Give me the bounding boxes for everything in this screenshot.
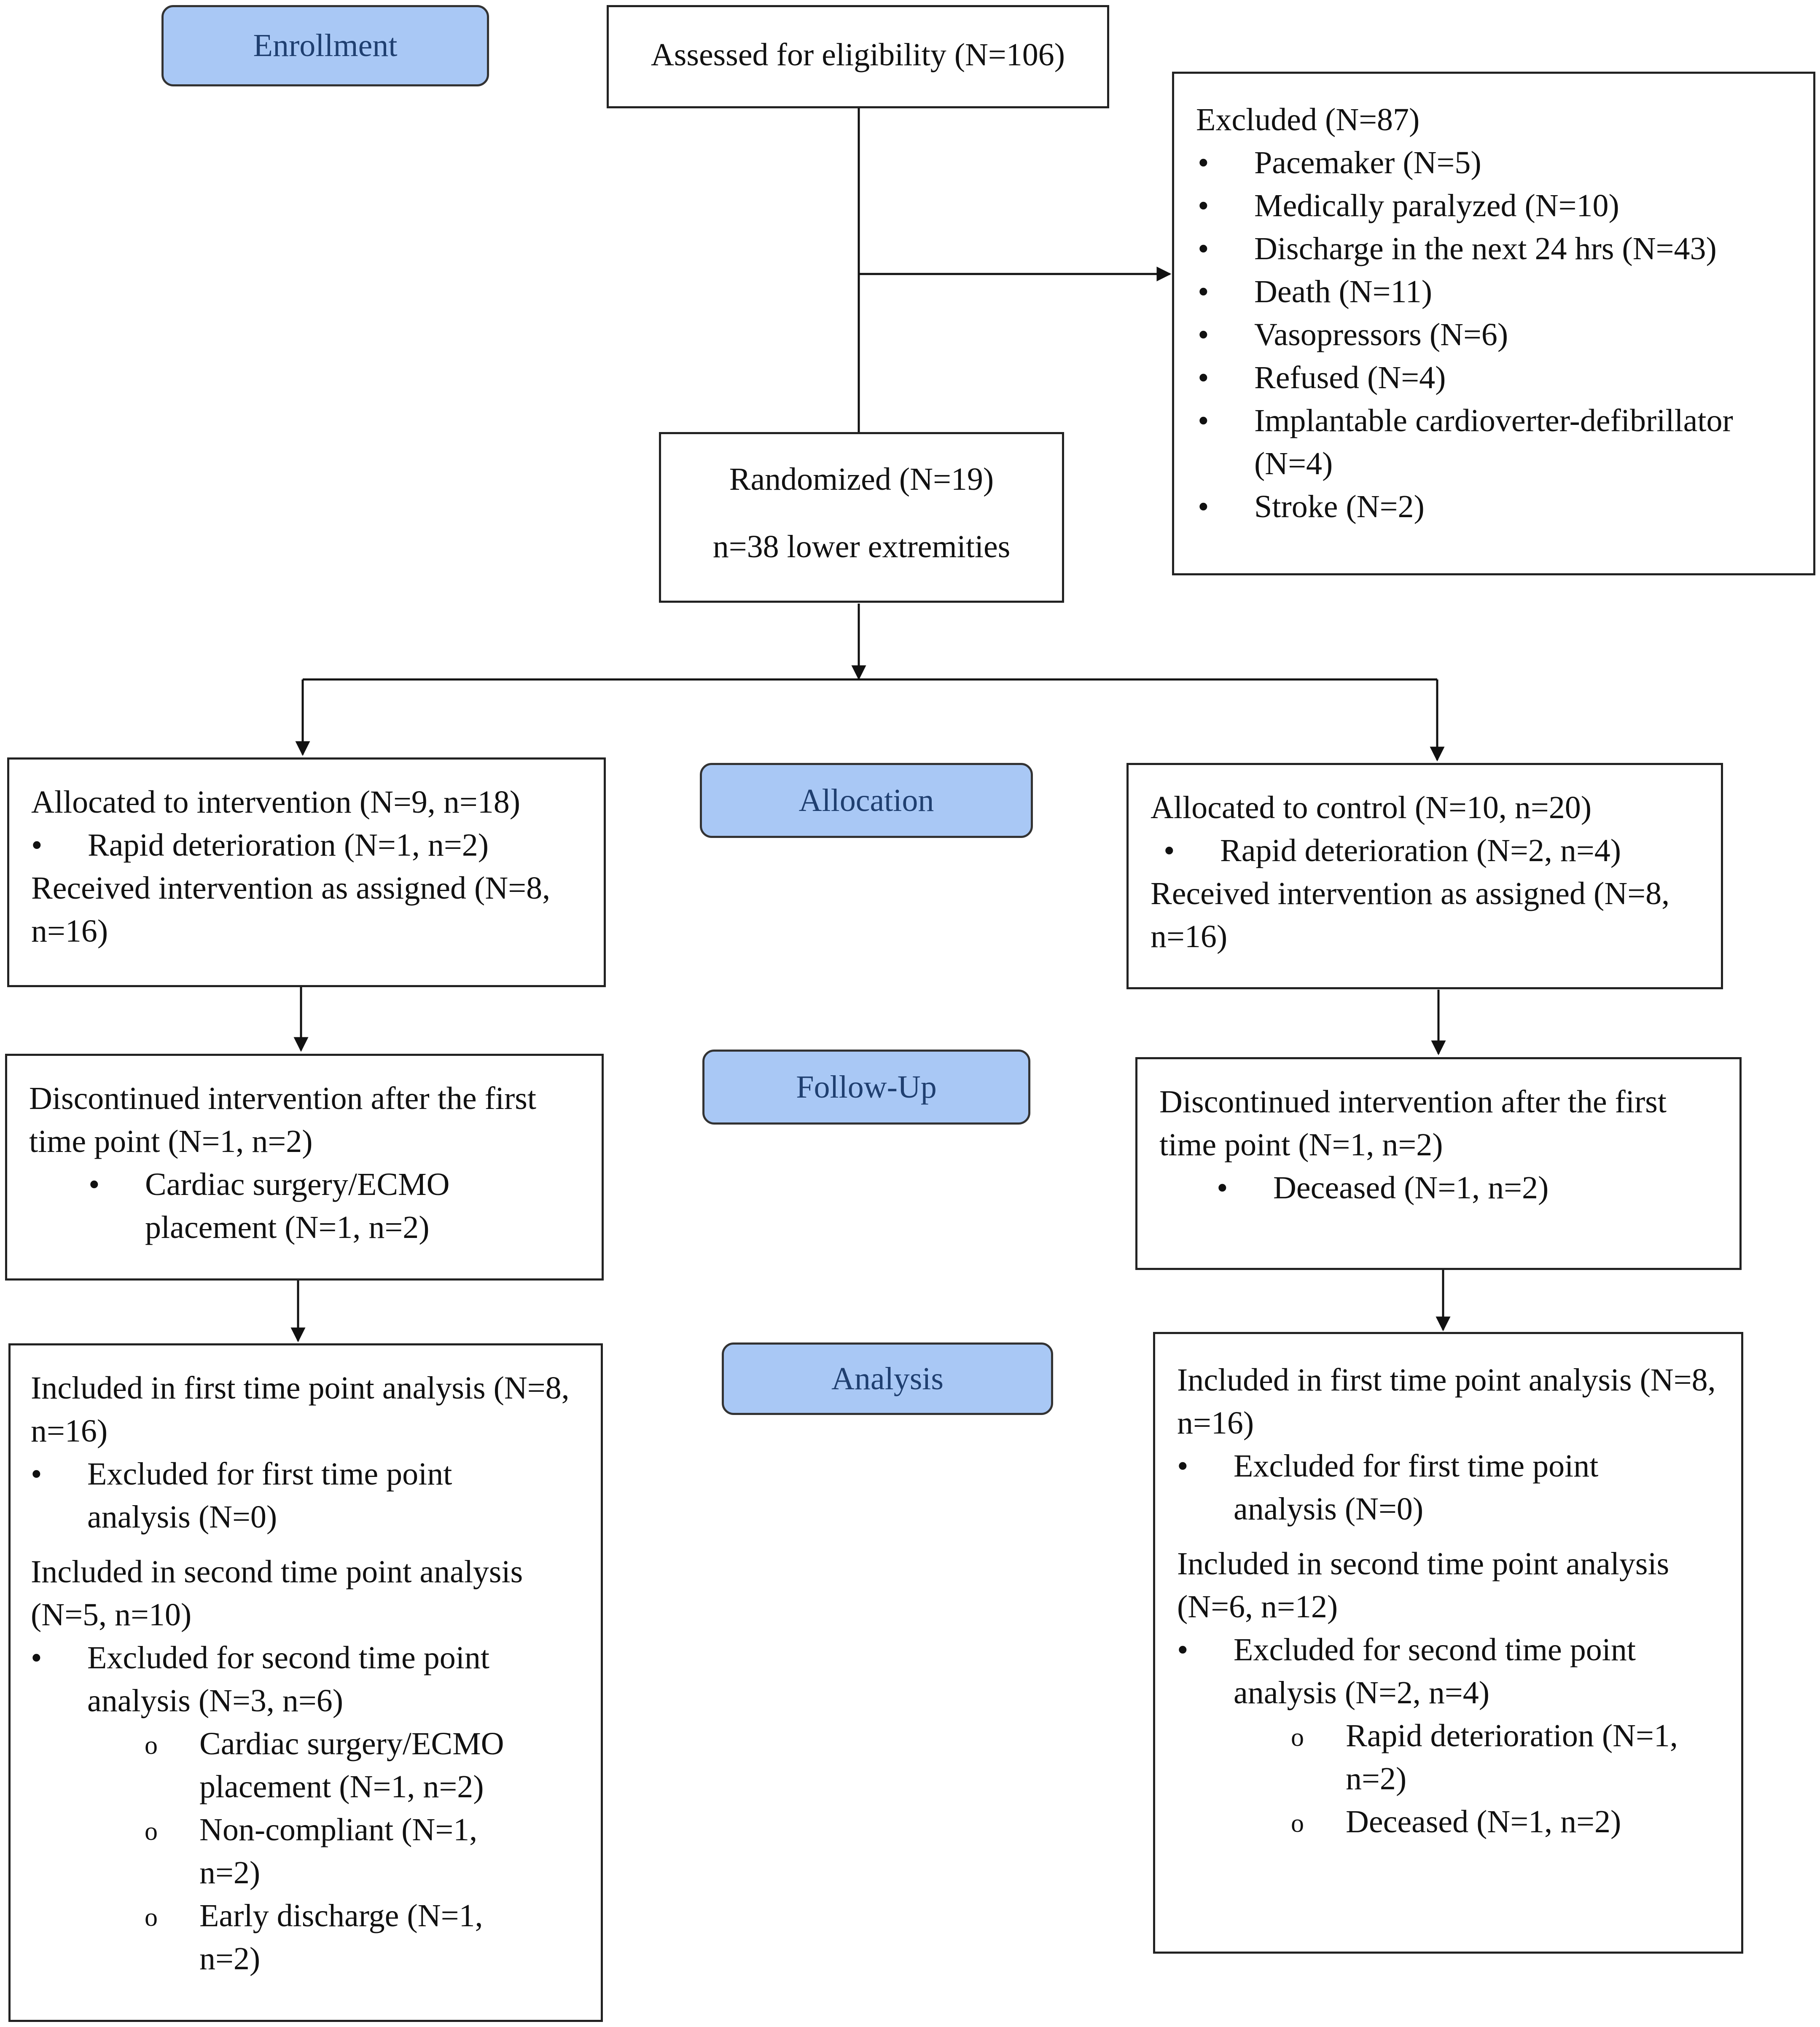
followup-control-list: Deceased (N=1, n=2) [1217, 1166, 1720, 1209]
followup-control-title: Discontinued intervention after the firs… [1159, 1084, 1667, 1163]
stage-label-enrollment: Enrollment [161, 5, 489, 86]
analysis-intervention-sub-list: Cardiac surgery/ECMO placement (N=1, n=2… [145, 1722, 579, 1980]
excluded-item: Implantable cardioverter-defibrillator (… [1198, 399, 1798, 485]
analysis-control-excluded-first: Excluded for first time point analysis (… [1177, 1444, 1655, 1530]
stage-allocation-text: Allocation [798, 782, 934, 818]
excluded-item: Refused (N=4) [1198, 356, 1798, 399]
allocation-control-bullet: Rapid deterioration (N=2, n=4) [1164, 829, 1673, 872]
followup-intervention-list: Cardiac surgery/ECMO placement (N=1, n=2… [89, 1163, 556, 1249]
analysis-intervention-excluded-first: Excluded for first time point analysis (… [31, 1452, 509, 1538]
analysis-control-first-list: Excluded for first time point analysis (… [1177, 1444, 1721, 1530]
analysis-intervention-sub-item: Non-compliant (N=1, n=2) [145, 1808, 520, 1894]
stage-follow-up-text: Follow-Up [796, 1069, 937, 1105]
stage-label-analysis: Analysis [722, 1342, 1053, 1415]
stage-label-allocation: Allocation [700, 763, 1033, 838]
excluded-item: Pacemaker (N=5) [1198, 141, 1798, 184]
analysis-control-sub-item: Deceased (N=1, n=2) [1291, 1800, 1721, 1845]
analysis-control-sub-item: Rapid deterioration (N=1, n=2) [1291, 1714, 1708, 1800]
assessed-box: Assessed for eligibility (N=106) [607, 5, 1109, 108]
analysis-intervention-second-list: Excluded for second time point analysis … [31, 1636, 579, 1722]
randomized-box: Randomized (N=19) n=38 lower extremities [659, 432, 1064, 603]
excluded-item: Vasopressors (N=6) [1198, 313, 1798, 356]
analysis-control-excluded-second: Excluded for second time point analysis … [1177, 1628, 1680, 1714]
excluded-title: Excluded (N=87) [1196, 102, 1420, 137]
excluded-box: Excluded (N=87) Pacemaker (N=5) Medicall… [1172, 72, 1815, 575]
excluded-item: Medically paralyzed (N=10) [1198, 184, 1798, 227]
analysis-control-box: Included in first time point analysis (N… [1153, 1332, 1743, 1954]
excluded-list: Pacemaker (N=5) Medically paralyzed (N=1… [1198, 141, 1798, 528]
assessed-text: Assessed for eligibility (N=106) [651, 37, 1065, 72]
stage-enrollment-text: Enrollment [253, 28, 398, 63]
followup-intervention-bullet: Cardiac surgery/ECMO placement (N=1, n=2… [89, 1163, 508, 1249]
analysis-intervention-excluded-second: Excluded for second time point analysis … [31, 1636, 534, 1722]
excluded-item: Death (N=11) [1198, 270, 1798, 313]
allocation-intervention-received: Received intervention as assigned (N=8, … [31, 870, 551, 949]
allocation-control-list: Rapid deterioration (N=2, n=4) [1164, 829, 1673, 872]
analysis-intervention-sub-item: Early discharge (N=1, n=2) [145, 1894, 520, 1980]
allocation-control-received: Received intervention as assigned (N=8, … [1151, 876, 1670, 954]
followup-intervention-box: Discontinued intervention after the firs… [5, 1054, 604, 1281]
randomized-line2: n=38 lower extremities [712, 529, 1011, 564]
followup-control-box: Discontinued intervention after the firs… [1135, 1057, 1742, 1270]
followup-control-bullet: Deceased (N=1, n=2) [1217, 1166, 1720, 1209]
analysis-control-second-list: Excluded for second time point analysis … [1177, 1628, 1721, 1714]
analysis-control-sub-list: Rapid deterioration (N=1, n=2) Deceased … [1291, 1714, 1721, 1845]
analysis-intervention-included-second: Included in second time point analysis (… [31, 1554, 523, 1632]
analysis-intervention-box: Included in first time point analysis (N… [8, 1343, 603, 2022]
analysis-intervention-first-list: Excluded for first time point analysis (… [31, 1452, 579, 1538]
analysis-control-included-second: Included in second time point analysis (… [1177, 1546, 1669, 1624]
analysis-control-included-first: Included in first time point analysis (N… [1177, 1362, 1716, 1441]
allocation-control-box: Allocated to control (N=10, n=20) Rapid … [1126, 763, 1723, 989]
randomized-line1: Randomized (N=19) [729, 462, 994, 497]
allocation-control-title: Allocated to control (N=10, n=20) [1151, 790, 1592, 825]
allocation-intervention-box: Allocated to intervention (N=9, n=18) Ra… [7, 757, 606, 987]
stage-analysis-text: Analysis [831, 1361, 944, 1396]
stage-label-follow-up: Follow-Up [702, 1050, 1030, 1125]
analysis-intervention-included-first: Included in first time point analysis (N… [31, 1370, 570, 1449]
allocation-intervention-list: Rapid deterioration (N=1, n=2) [31, 824, 554, 867]
excluded-item: Discharge in the next 24 hrs (N=43) [1198, 227, 1798, 270]
allocation-intervention-title: Allocated to intervention (N=9, n=18) [31, 784, 521, 820]
excluded-item: Stroke (N=2) [1198, 485, 1798, 528]
analysis-intervention-sub-item: Cardiac surgery/ECMO placement (N=1, n=2… [145, 1722, 545, 1808]
followup-intervention-title: Discontinued intervention after the firs… [29, 1081, 536, 1159]
allocation-intervention-bullet: Rapid deterioration (N=1, n=2) [31, 824, 554, 867]
